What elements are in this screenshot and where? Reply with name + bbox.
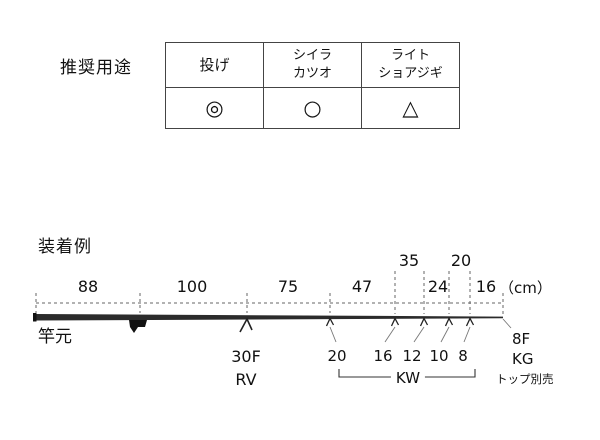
rod-blank — [36, 314, 503, 321]
usage-table-label: 推奨用途 — [60, 58, 132, 78]
tip-guide-size-8: 8 — [458, 347, 468, 365]
guide-kw20 — [325, 317, 335, 327]
mounting-example-label: 装着例 — [38, 237, 92, 257]
usage-rating-row: ◎ ○ △ — [165, 87, 460, 129]
leader-kw8 — [463, 326, 471, 343]
top-guide-frame: KG — [512, 350, 534, 368]
spacing-75: 75 — [277, 277, 299, 296]
spacing-47: 47 — [351, 277, 373, 296]
usage-col-mahi-line1: シイラ — [292, 48, 332, 64]
spacing-35: 35 — [398, 251, 420, 270]
usage-table: 投げ シイラ カツオ ライト ショアジギ ◎ ○ △ — [165, 42, 460, 129]
usage-col-casting: 投げ — [165, 42, 264, 88]
leader-kw16 — [384, 326, 396, 343]
usage-header-row: 投げ シイラ カツオ ライト ショアジギ — [165, 42, 460, 88]
usage-col-mahi-bonito: シイラ カツオ — [263, 42, 362, 88]
butt-guide-size: 30F — [231, 347, 261, 366]
spacing-24: 24 — [427, 277, 449, 296]
guide-kw12 — [419, 317, 429, 327]
rating-symbol-light-shore-jigging: △ — [361, 87, 460, 129]
top-guide-size: 8F — [512, 330, 531, 348]
leader-kw12 — [413, 326, 425, 343]
rating-symbol-casting: ◎ — [165, 87, 264, 129]
spacing-20: 20 — [450, 251, 472, 270]
usage-col-light-shore-jigging: ライト ショアジギ — [361, 42, 460, 88]
rating-symbol-mahi-bonito: ○ — [263, 87, 362, 129]
butt-cap — [33, 313, 37, 322]
leader-kw10 — [440, 326, 450, 343]
rod-diagram-art — [33, 271, 512, 378]
reel-seat — [129, 320, 147, 333]
leader-tip — [502, 318, 512, 329]
tip-guides-frame: KW — [390, 369, 426, 387]
tip-guide-size-10: 10 — [429, 347, 449, 365]
usage-col-lsj-line2: ショアジギ — [378, 66, 443, 81]
usage-col-mahi-line2: カツオ — [292, 66, 332, 81]
guide-kw10 — [444, 317, 454, 327]
spacing-16: 16 — [475, 277, 497, 296]
usage-col-lsj-line1: ライト — [390, 48, 430, 64]
rod-butt-label: 竿元 — [38, 327, 72, 347]
tip-guide-size-12: 12 — [402, 347, 422, 365]
unit-cm: （cm） — [499, 279, 552, 297]
tip-guide-size-20: 20 — [327, 347, 347, 365]
butt-guide-frame: RV — [235, 370, 257, 389]
guide-30f — [239, 317, 253, 333]
usage-col-casting-label: 投げ — [199, 55, 230, 74]
top-sold-separately-note: トップ別売 — [496, 372, 554, 386]
spacing-100: 100 — [176, 277, 208, 296]
guide-kw8 — [465, 317, 475, 327]
spacing-88: 88 — [77, 277, 99, 296]
leader-kw20 — [329, 326, 337, 343]
guide-kw16 — [390, 317, 400, 327]
tip-guide-size-16: 16 — [373, 347, 393, 365]
